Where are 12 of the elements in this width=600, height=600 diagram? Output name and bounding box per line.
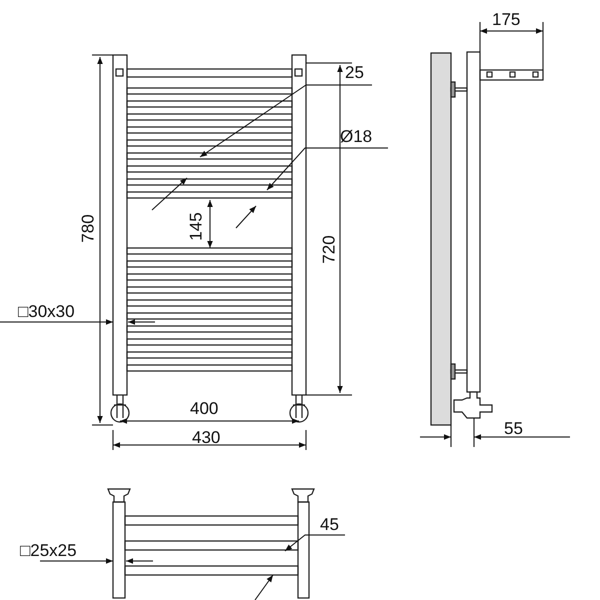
dimension-label: 720: [320, 234, 338, 264]
dimension-label: 55: [504, 420, 523, 437]
dimension-label: □30x30: [18, 303, 75, 320]
dimension-label: Ø18: [340, 128, 372, 145]
dimension-label: 400: [190, 400, 218, 417]
dimension-label: 430: [192, 429, 220, 446]
dimension-label: □25x25: [20, 542, 77, 559]
dimension-label: 780: [79, 214, 96, 242]
dimension-label: 45: [320, 516, 339, 533]
dimension-label: 145: [187, 212, 204, 240]
dimension-label: 175: [492, 11, 520, 28]
dimension-label: 25: [345, 64, 364, 81]
